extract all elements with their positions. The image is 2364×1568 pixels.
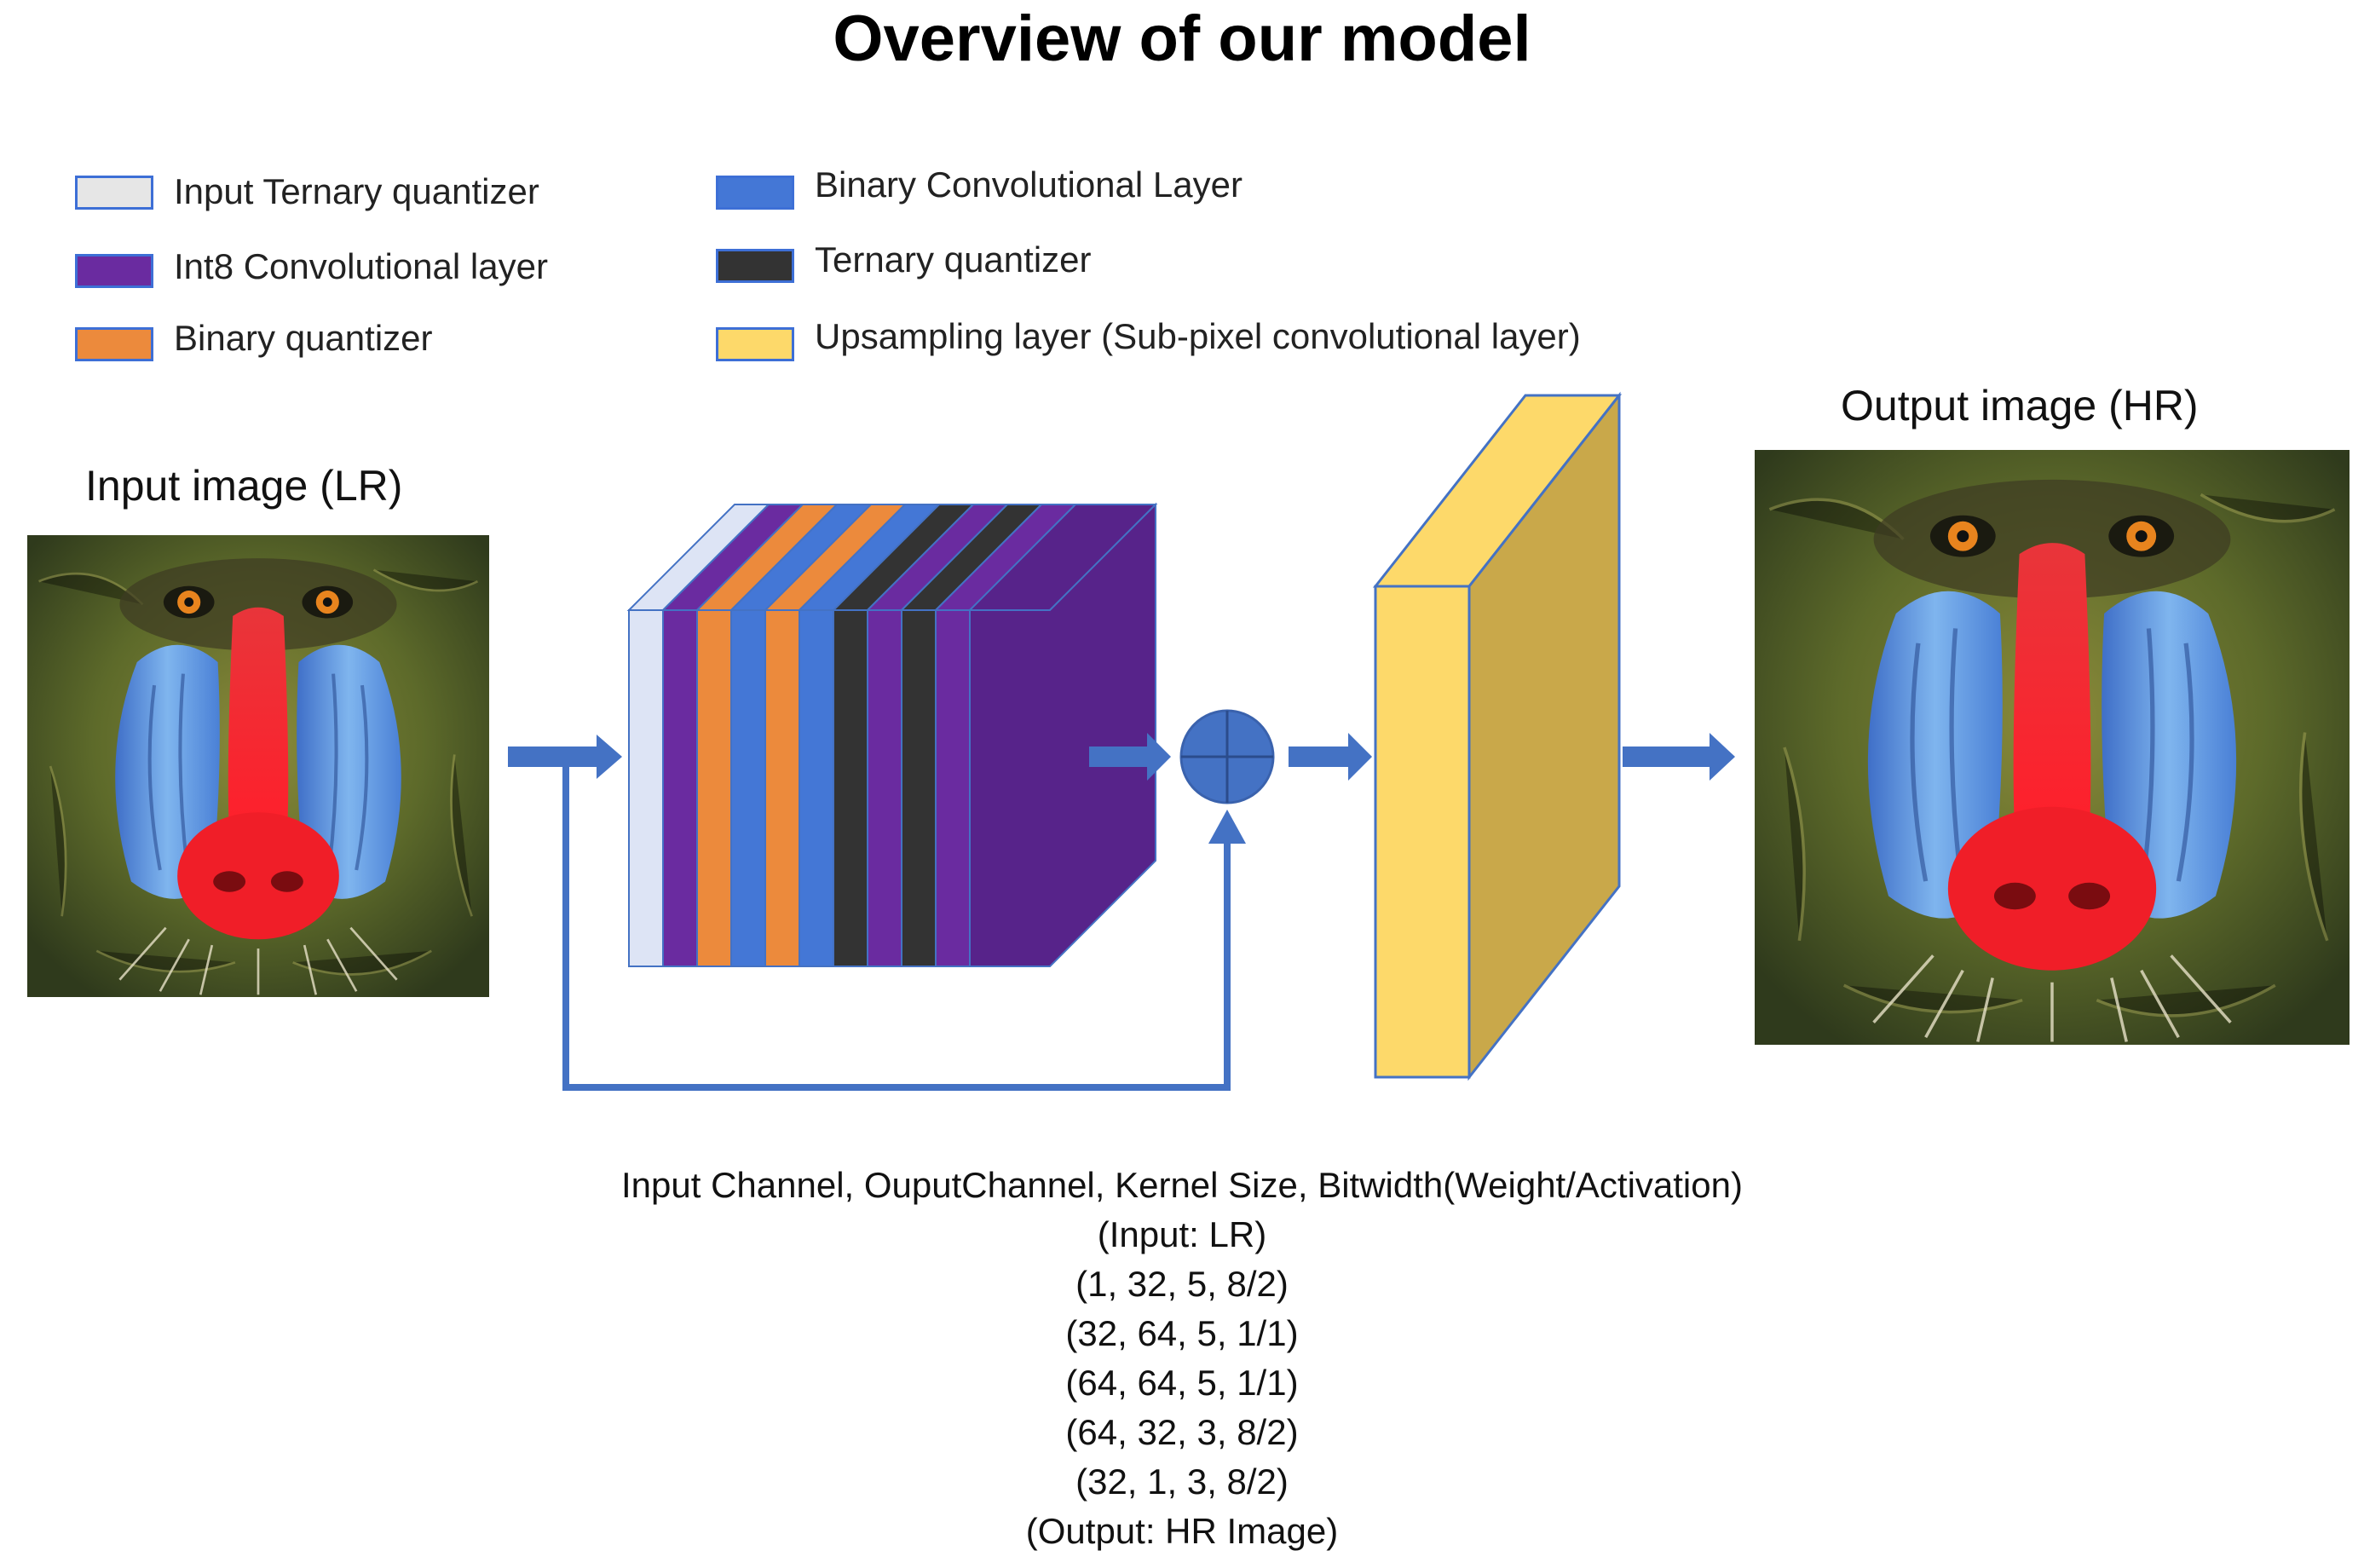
add-node-icon	[1179, 709, 1275, 804]
output-image	[1755, 450, 2350, 1045]
diagram-title: Overview of our model	[833, 3, 1531, 75]
spec-output: (Output: HR Image)	[1025, 1511, 1339, 1551]
legend-label-binary-conv: Binary Convolutional Layer	[815, 164, 1243, 205]
skip-connection-arrowhead	[1208, 810, 1246, 844]
legend-swatch-upsampling	[716, 327, 794, 361]
spec-layer-1: (1, 32, 5, 8/2)	[1075, 1264, 1289, 1304]
stack-stripe-int8-conv	[867, 609, 902, 967]
legend-swatch-binary-conv	[716, 176, 794, 210]
legend-swatch-int8-conv	[75, 254, 153, 288]
legend-label-int8-conv: Int8 Convolutional layer	[174, 246, 548, 286]
skip-connection	[562, 757, 1231, 1091]
stack-stripe-int8-conv	[935, 609, 971, 967]
stack-stripe-binary-quant	[764, 609, 800, 967]
legend-label-upsampling: Upsampling layer (Sub-pixel convolutiona…	[815, 316, 1581, 356]
arrow-upsample-to-output	[1623, 733, 1735, 781]
spec-input: (Input: LR)	[1097, 1214, 1267, 1254]
stack-stripe-binary-conv	[799, 609, 834, 967]
spec-layer-3: (64, 64, 5, 1/1)	[1065, 1363, 1299, 1403]
legend-swatch-binary-quantizer	[75, 327, 153, 361]
arrow-add-to-upsample	[1289, 733, 1372, 781]
stack-stripe-ternary-quant	[833, 609, 868, 967]
input-image	[27, 535, 489, 997]
stack-stripe-binary-conv	[730, 609, 766, 967]
legend-label-ternary-quantizer: Ternary quantizer	[815, 239, 1092, 280]
spec-header: Input Channel, OuputChannel, Kernel Size…	[621, 1165, 1743, 1205]
layer-stack-block	[626, 502, 1158, 967]
stack-stripe-binary-quant	[696, 609, 732, 967]
input-image-label: Input image (LR)	[85, 462, 403, 510]
legend-swatch-input-ternary	[75, 176, 153, 210]
arrow-block-to-add	[1089, 733, 1171, 781]
layer-spec: Input Channel, OuputChannel, Kernel Size…	[0, 1161, 2364, 1556]
stack-stripe-int8-conv	[662, 609, 698, 967]
stack-front-face	[969, 502, 1156, 967]
model-diagram	[0, 391, 2364, 1091]
upsampling-layer-block	[1372, 391, 1623, 1081]
stack-stripe-input-ternary	[628, 609, 664, 967]
spec-layer-5: (32, 1, 3, 8/2)	[1075, 1461, 1289, 1502]
spec-layer-2: (32, 64, 5, 1/1)	[1065, 1313, 1299, 1353]
legend-label-binary-quantizer: Binary quantizer	[174, 318, 433, 358]
legend-label-input-ternary: Input Ternary quantizer	[174, 171, 539, 211]
spec-layer-4: (64, 32, 3, 8/2)	[1065, 1412, 1299, 1452]
output-image-label: Output image (HR)	[1841, 382, 2199, 429]
stack-stripe-ternary-quant	[901, 609, 937, 967]
legend-swatch-ternary-quantizer	[716, 249, 794, 283]
arrow-input-to-block	[508, 735, 622, 779]
